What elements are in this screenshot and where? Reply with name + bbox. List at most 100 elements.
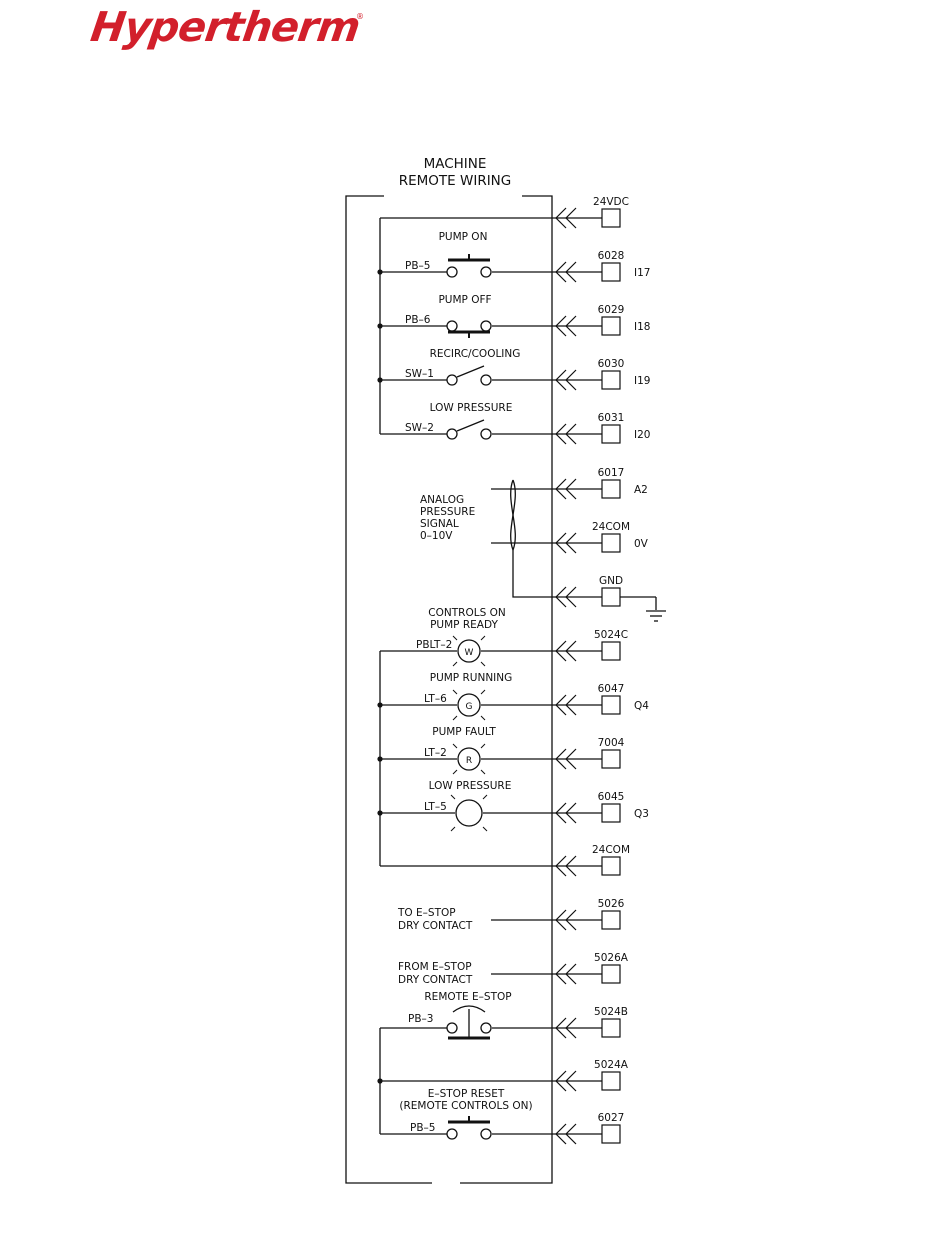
connector-symbol <box>555 802 602 824</box>
controls-on-title1: CONTROLS ON <box>428 607 505 619</box>
terminal-box <box>601 316 621 336</box>
terminal-box <box>601 856 621 876</box>
terminal-code: GND <box>599 575 623 587</box>
terminal-box <box>601 262 621 282</box>
pump-on-ref: PB–5 <box>405 260 430 272</box>
diagram-title-line2: REMOTE WIRING <box>399 173 512 189</box>
terminal-code: 5024A <box>594 1059 629 1071</box>
remote-estop-ref: PB–3 <box>408 1013 433 1025</box>
terminal-io: I18 <box>634 321 650 333</box>
terminal-box <box>601 533 621 553</box>
terminal-code: 6029 <box>598 304 625 316</box>
analog-line1: ANALOG <box>420 494 464 506</box>
pump-fault-title: PUMP FAULT <box>432 726 496 738</box>
connector-symbol <box>555 1017 602 1039</box>
to-estop-line1: TO E–STOP <box>397 907 456 919</box>
connector-symbol <box>555 478 602 500</box>
terminal-io: Q4 <box>634 700 649 712</box>
pump-off-title: PUMP OFF <box>438 294 491 306</box>
terminal-13: 24COM <box>555 844 630 877</box>
terminal-io: I20 <box>634 429 650 441</box>
terminal-box <box>601 803 621 823</box>
terminal-io: A2 <box>634 484 648 496</box>
terminal-code: 6031 <box>598 412 625 424</box>
lamp-controls-on <box>457 639 481 663</box>
analog-line2: PRESSURE <box>420 506 475 518</box>
connector-symbol <box>555 909 602 931</box>
recirc-title: RECIRC/COOLING <box>430 348 521 360</box>
low-pressure-lt-ref: LT–5 <box>424 801 447 813</box>
machine-frame-right <box>460 195 553 1184</box>
connector-symbol <box>555 963 602 985</box>
terminal-io: Q3 <box>634 808 649 820</box>
pump-off-ref: PB–6 <box>405 314 431 326</box>
terminal-16: 5024B <box>555 1006 628 1039</box>
terminal-io: 0V <box>634 538 649 550</box>
terminal-1: 24VDC <box>555 196 629 229</box>
lamp-low-pressure <box>455 799 483 827</box>
from-estop-line1: FROM E–STOP <box>398 961 472 973</box>
terminal-box <box>601 910 621 930</box>
terminal-box <box>601 1018 621 1038</box>
terminal-11: 7004 <box>555 737 625 770</box>
lamp-pump-running <box>457 693 481 717</box>
terminal-box <box>601 479 621 499</box>
terminal-17: 5024A <box>555 1059 629 1092</box>
terminal-code: 6027 <box>598 1112 625 1124</box>
terminal-code: 6017 <box>598 467 625 479</box>
to-estop-line2: DRY CONTACT <box>398 920 473 932</box>
low-pressure-sw-title: LOW PRESSURE <box>430 402 513 414</box>
analog-line4: 0–10V <box>420 530 453 542</box>
connector-symbol <box>555 640 602 662</box>
terminal-8: GND <box>555 575 623 608</box>
connector-symbol <box>555 261 602 283</box>
machine-frame <box>345 195 432 1184</box>
pump-running-title: PUMP RUNNING <box>430 672 513 684</box>
terminal-io: I19 <box>634 375 650 387</box>
diagram-title-line1: MACHINE <box>424 156 487 172</box>
analog-line3: SIGNAL <box>420 518 459 530</box>
terminal-code: 5024B <box>594 1006 628 1018</box>
terminal-code: 24COM <box>592 521 630 533</box>
terminal-9: 5024C <box>555 629 628 662</box>
recirc-ref: SW–1 <box>405 368 434 380</box>
estop-reset-ref: PB–5 <box>410 1122 435 1134</box>
lamp-pump-fault <box>457 747 481 771</box>
terminal-box <box>601 208 621 228</box>
connector-symbol <box>555 748 602 770</box>
from-estop-line2: DRY CONTACT <box>398 974 473 986</box>
remote-estop-title: REMOTE E–STOP <box>424 991 511 1003</box>
terminal-box <box>601 370 621 390</box>
terminal-code: 24COM <box>592 844 630 856</box>
terminal-14: 5026 <box>555 898 625 931</box>
terminal-box <box>601 587 621 607</box>
connector-symbol <box>555 1123 602 1145</box>
terminal-box <box>601 964 621 984</box>
connector-symbol <box>555 423 602 445</box>
terminal-box <box>601 641 621 661</box>
low-pressure-lt-title: LOW PRESSURE <box>429 780 512 792</box>
connector-symbol <box>555 369 602 391</box>
terminal-code: 6030 <box>598 358 625 370</box>
terminal-box <box>601 749 621 769</box>
terminal-code: 5024C <box>594 629 628 641</box>
estop-reset-title1: E–STOP RESET <box>428 1088 505 1100</box>
connector-symbol <box>555 207 602 229</box>
terminal-7: 24COM 0V <box>555 521 649 554</box>
terminal-15: 5026A <box>555 952 629 985</box>
terminal-18: 6027 <box>555 1112 625 1145</box>
terminal-code: 24VDC <box>593 196 629 208</box>
terminal-box <box>601 695 621 715</box>
terminal-code: 6047 <box>598 683 625 695</box>
estop-reset-title2: (REMOTE CONTROLS ON) <box>399 1100 532 1112</box>
terminal-code: 5026A <box>594 952 629 964</box>
pump-fault-letter: R <box>466 756 472 766</box>
